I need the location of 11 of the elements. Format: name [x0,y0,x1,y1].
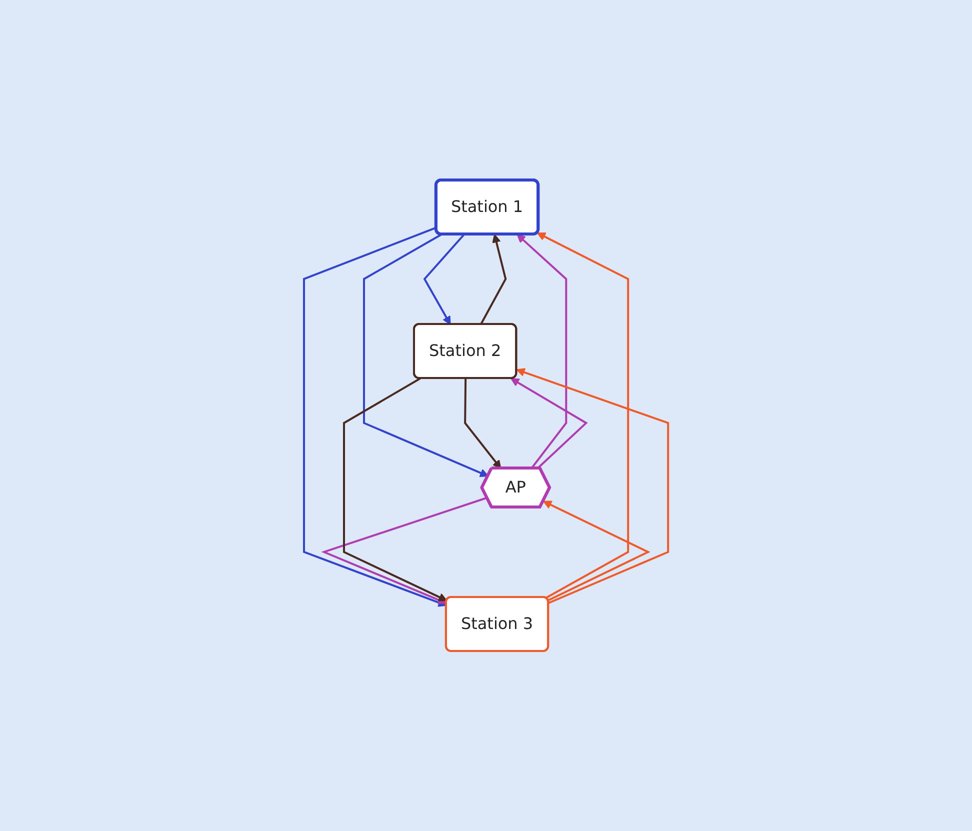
arrow [510,378,588,470]
arrow [342,378,448,602]
arrow [464,378,502,469]
arrow [302,226,447,607]
arrow [362,234,489,478]
arrow [536,232,630,599]
arrow [321,496,488,604]
arrow [542,500,650,602]
arrow [516,368,670,604]
arrow [480,234,507,325]
arrow [423,234,465,325]
